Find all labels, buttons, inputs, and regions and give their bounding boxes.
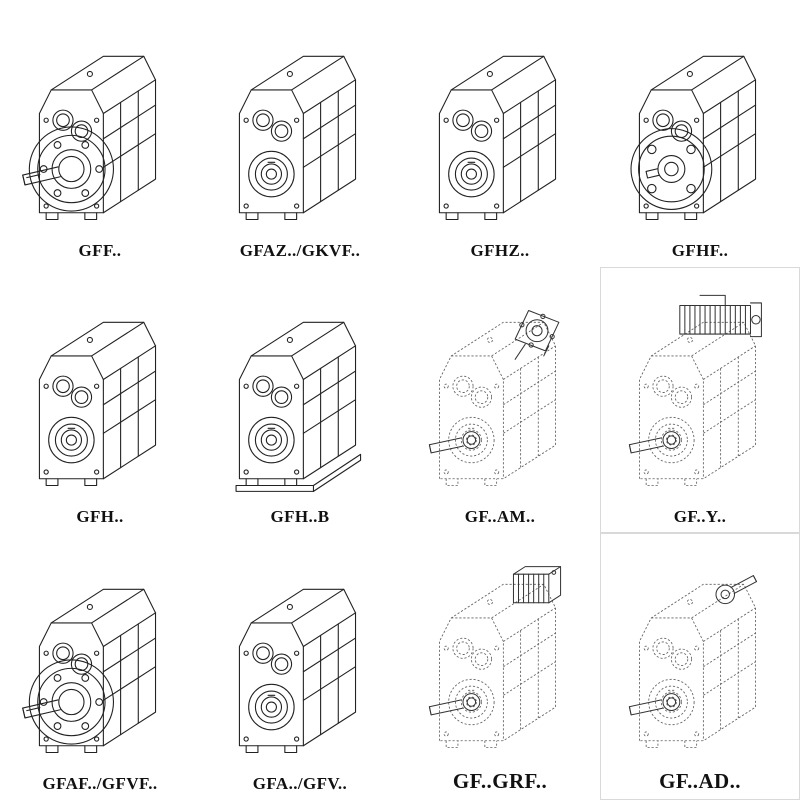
catalog-item-gfaz-gkvf: GFAZ../GKVF.. (200, 0, 400, 267)
catalog-item-gfh: GFH.. (0, 267, 200, 534)
catalog-item-gfhf: GFHF.. (600, 0, 800, 267)
catalog-item-gf-y: GF..Y.. (600, 267, 800, 534)
gearbox-drawing-hollow-shaft (238, 588, 357, 754)
gearbox-drawing-with-motor (628, 295, 762, 487)
catalog-item-gff: GFF.. (0, 0, 200, 267)
model-label: GFAZ../GKVF.. (239, 240, 361, 260)
gearbox-drawing-shaft-mounted-base (235, 322, 362, 493)
model-label: GF..GRF.. (452, 768, 548, 793)
catalog-item-gf-grf: GF..GRF.. (400, 533, 600, 800)
model-label: GF..Y.. (673, 507, 727, 527)
catalog-item-gf-ad: GF..AD.. (600, 533, 800, 800)
gearbox-drawing-flange (630, 55, 757, 220)
gearbox-drawing-hollow-shaft (438, 55, 557, 220)
gearbox-drawing-flange-shaft (22, 588, 157, 754)
model-label: GF..AM.. (464, 507, 536, 527)
model-label: GF..AD.. (659, 768, 741, 793)
gearbox-drawing-cover-unit (428, 566, 562, 748)
gearbox-drawing-flange-shaft (22, 55, 157, 220)
model-label: GFHF.. (671, 240, 729, 260)
model-label: GFH..B (270, 507, 330, 527)
model-label: GFH.. (76, 507, 124, 527)
catalog-item-gfaf-gfvf: GFAF../GFVF.. (0, 533, 200, 800)
gearbox-drawing-input-shaft-adapter (628, 575, 758, 748)
catalog-item-gfa-gfv: GFA../GFV.. (200, 533, 400, 800)
model-label: GFA../GFV.. (252, 773, 348, 793)
catalog-item-gfhz: GFHZ.. (400, 0, 600, 267)
model-label: GFF.. (78, 240, 122, 260)
model-label: GFAF../GFVF.. (42, 773, 158, 793)
catalog-item-gfh-b: GFH..B (200, 267, 400, 534)
gearbox-drawing-iec-adapter (428, 310, 560, 487)
gearbox-drawing-hollow-shaft (238, 55, 357, 220)
model-label: GFHZ.. (470, 240, 530, 260)
gearbox-drawing-shaft-mounted (38, 322, 157, 487)
catalog-item-gf-am: GF..AM.. (400, 267, 600, 534)
